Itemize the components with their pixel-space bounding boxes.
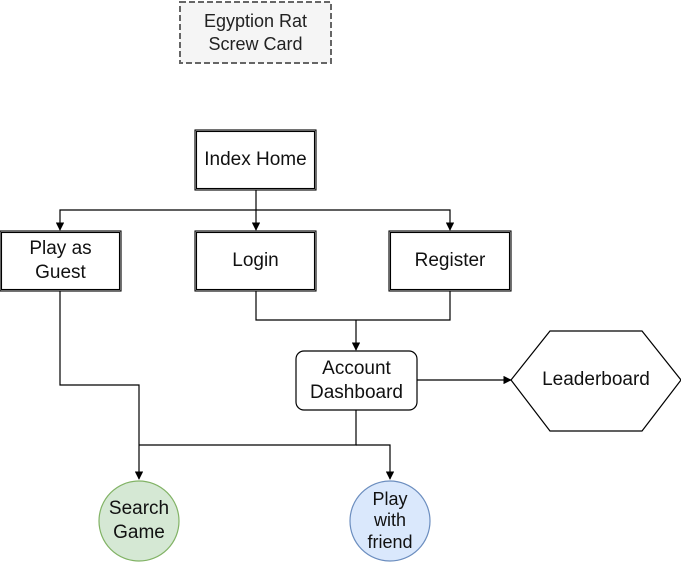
node-account-dashboard-box	[295, 350, 418, 411]
node-search-game-circle	[98, 480, 180, 562]
edge-split-to-register	[256, 209, 455, 231]
edge-dashboard-to-friend	[356, 444, 395, 480]
title-box	[179, 1, 332, 64]
rect-nodes	[0, 129, 512, 292]
edge-login-to-merge	[255, 291, 356, 321]
node-play-as-guest-box	[0, 230, 122, 292]
edge-register-to-merge	[356, 291, 451, 321]
node-register-box	[388, 230, 512, 292]
node-play-with-friend-circle	[349, 480, 431, 562]
node-leaderboard-hexagon	[510, 330, 681, 432]
node-play-as-guest-sketch	[0, 231, 121, 291]
node-register-sketch	[389, 231, 511, 291]
node-login-box	[194, 230, 317, 292]
node-index-home-sketch	[195, 130, 316, 190]
edge-guest-to-search	[59, 291, 144, 480]
edge-dashboard-down	[139, 410, 357, 446]
node-index-home-box	[194, 129, 317, 191]
edge-split-to-guest	[55, 209, 256, 231]
connectors	[55, 190, 512, 480]
node-login-sketch	[195, 231, 316, 291]
